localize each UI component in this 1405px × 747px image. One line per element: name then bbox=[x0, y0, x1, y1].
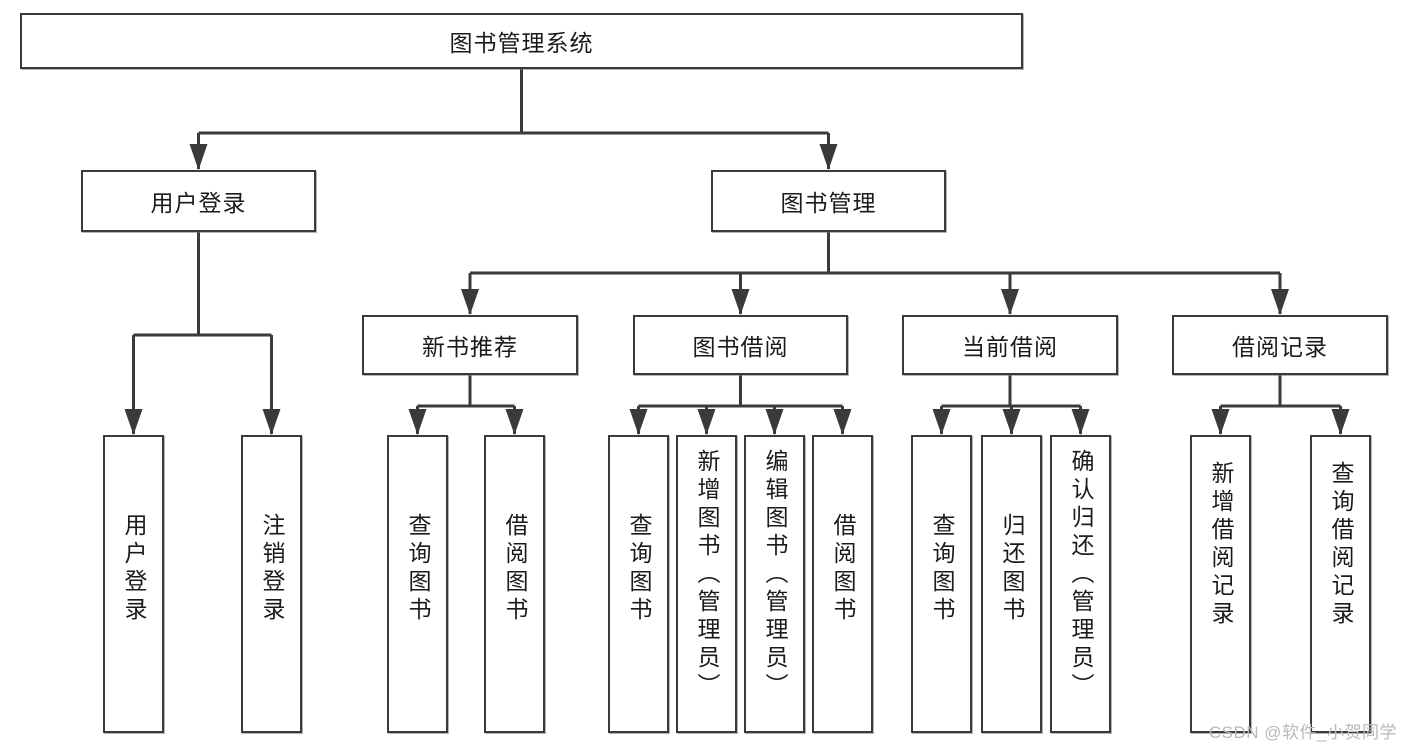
watermark: CSDN @软件_小贺同学 bbox=[1208, 723, 1397, 742]
leaf-leaf-borrow-book-rec[interactable]: 借阅图书 bbox=[484, 435, 545, 733]
node-book-borrow[interactable]: 图书借阅 bbox=[633, 315, 848, 375]
root-node-root[interactable]: 图书管理系统 bbox=[20, 13, 1023, 69]
arrowhead-icon bbox=[505, 409, 524, 435]
node-label: 用户登录 bbox=[150, 190, 247, 216]
arrowhead-icon bbox=[819, 144, 838, 170]
node-label: 查询图书 bbox=[405, 513, 431, 625]
arrowhead-icon bbox=[1211, 409, 1230, 435]
node-label: 图书管理系统 bbox=[449, 30, 594, 56]
arrowhead-icon bbox=[124, 409, 143, 435]
node-borrow-record[interactable]: 借阅记录 bbox=[1172, 315, 1388, 375]
leaf-leaf-borrow-book-b[interactable]: 借阅图书 bbox=[812, 435, 873, 733]
leaf-leaf-query-record[interactable]: 查询借阅记录 bbox=[1310, 435, 1371, 733]
node-current-borrow[interactable]: 当前借阅 bbox=[902, 315, 1118, 375]
leaf-leaf-edit-book[interactable]: 编辑图书（管理员） bbox=[744, 435, 805, 733]
leaf-leaf-user-login[interactable]: 用户登录 bbox=[103, 435, 164, 733]
node-label: 新增图书（管理员） bbox=[694, 449, 720, 701]
leaf-leaf-query-book-b[interactable]: 查询图书 bbox=[608, 435, 669, 733]
node-label: 编辑图书（管理员） bbox=[762, 449, 788, 701]
node-label: 当前借阅 bbox=[962, 334, 1058, 360]
arrowhead-icon bbox=[629, 409, 648, 435]
leaf-leaf-query-book-rec[interactable]: 查询图书 bbox=[387, 435, 448, 733]
arrowhead-icon bbox=[731, 289, 750, 315]
leaf-leaf-add-book[interactable]: 新增图书（管理员） bbox=[676, 435, 737, 733]
node-label: 图书借阅 bbox=[692, 334, 789, 360]
node-label: 归还图书 bbox=[999, 513, 1025, 625]
arrowhead-icon bbox=[1331, 409, 1350, 435]
node-label: 注销登录 bbox=[259, 513, 285, 625]
node-label: 查询借阅记录 bbox=[1328, 461, 1354, 629]
node-label: 图书管理 bbox=[780, 190, 877, 216]
node-label: 新增借阅记录 bbox=[1208, 461, 1234, 629]
arrowhead-icon bbox=[1271, 289, 1289, 315]
node-label: 确认归还（管理员） bbox=[1068, 449, 1094, 701]
leaf-leaf-add-record[interactable]: 新增借阅记录 bbox=[1190, 435, 1251, 733]
node-label: 查询图书 bbox=[929, 513, 955, 625]
node-label: 查询图书 bbox=[626, 513, 652, 625]
arrowhead-icon bbox=[408, 409, 427, 435]
leaf-leaf-query-book-c[interactable]: 查询图书 bbox=[911, 435, 972, 733]
leaf-leaf-return-book[interactable]: 归还图书 bbox=[981, 435, 1042, 733]
arrowhead-icon bbox=[765, 409, 784, 435]
arrowhead-icon bbox=[1002, 409, 1021, 435]
arrowhead-icon bbox=[1001, 289, 1019, 315]
arrowhead-icon bbox=[461, 289, 479, 315]
node-book-manage[interactable]: 图书管理 bbox=[711, 170, 946, 232]
arrowhead-icon bbox=[697, 409, 716, 435]
node-label: 借阅图书 bbox=[830, 513, 856, 625]
node-label: 新书推荐 bbox=[422, 334, 518, 360]
arrowhead-icon bbox=[189, 144, 208, 170]
leaf-leaf-logout[interactable]: 注销登录 bbox=[241, 435, 302, 733]
arrowhead-icon bbox=[262, 409, 281, 435]
node-user-login[interactable]: 用户登录 bbox=[81, 170, 316, 232]
arrowhead-icon bbox=[932, 409, 951, 435]
arrowhead-icon bbox=[1071, 409, 1090, 435]
arrowhead-icon bbox=[833, 409, 852, 435]
node-label: 借阅记录 bbox=[1232, 334, 1328, 360]
node-label: 用户登录 bbox=[121, 513, 147, 625]
node-new-book-rec[interactable]: 新书推荐 bbox=[362, 315, 578, 375]
leaf-leaf-confirm-return[interactable]: 确认归还（管理员） bbox=[1050, 435, 1111, 733]
node-label: 借阅图书 bbox=[502, 513, 528, 625]
